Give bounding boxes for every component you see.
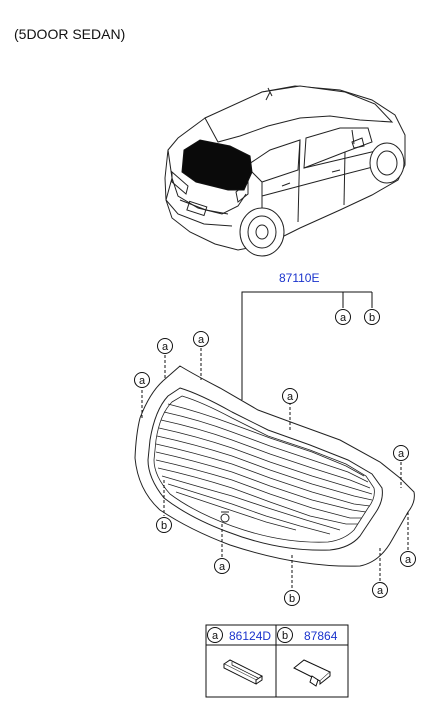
- svg-text:a: a: [398, 448, 405, 460]
- diagram-title: (5DOOR SEDAN): [14, 26, 126, 42]
- part-number-87110E: 87110E: [279, 271, 319, 285]
- svg-text:a: a: [198, 334, 205, 346]
- svg-text:a: a: [219, 561, 226, 573]
- callout-b-2: b: [284, 590, 300, 606]
- part-87864-drawing: [293, 659, 331, 687]
- callout-a-2: a: [193, 331, 209, 347]
- callout-a-4: a: [282, 388, 298, 404]
- legend-item-b: b 87864: [277, 627, 338, 643]
- svg-text:a: a: [340, 312, 347, 324]
- callout-a-3: a: [134, 372, 150, 388]
- callout-a-7: a: [372, 582, 388, 598]
- part-86124D-drawing: [223, 659, 263, 685]
- legend-table: a 86124D b 87864: [205, 624, 349, 698]
- rear-glass-panel: [134, 365, 415, 567]
- svg-text:b: b: [161, 520, 167, 532]
- car-illustration: [164, 85, 406, 257]
- svg-text:a: a: [377, 585, 384, 597]
- svg-text:b: b: [289, 593, 295, 605]
- svg-text:a: a: [212, 630, 219, 642]
- svg-text:b: b: [369, 312, 375, 324]
- callout-a-8: a: [400, 551, 416, 567]
- svg-text:a: a: [287, 391, 294, 403]
- dashed-leaders: [141, 348, 409, 590]
- callout-a-top: a: [335, 309, 351, 325]
- svg-text:b: b: [282, 630, 288, 642]
- leader-tree: [241, 291, 373, 400]
- part-number-86124D: 86124D: [229, 629, 271, 643]
- part-number-87864: 87864: [304, 629, 338, 643]
- callout-b-1: b: [156, 517, 172, 533]
- svg-text:a: a: [405, 554, 412, 566]
- callout-a-1: a: [157, 338, 173, 354]
- callout-a-5: a: [393, 445, 409, 461]
- svg-text:a: a: [139, 375, 146, 387]
- callout-a-6: a: [214, 558, 230, 574]
- callout-b-top: b: [364, 309, 380, 325]
- legend-item-a: a 86124D: [207, 627, 271, 643]
- svg-text:a: a: [162, 341, 169, 353]
